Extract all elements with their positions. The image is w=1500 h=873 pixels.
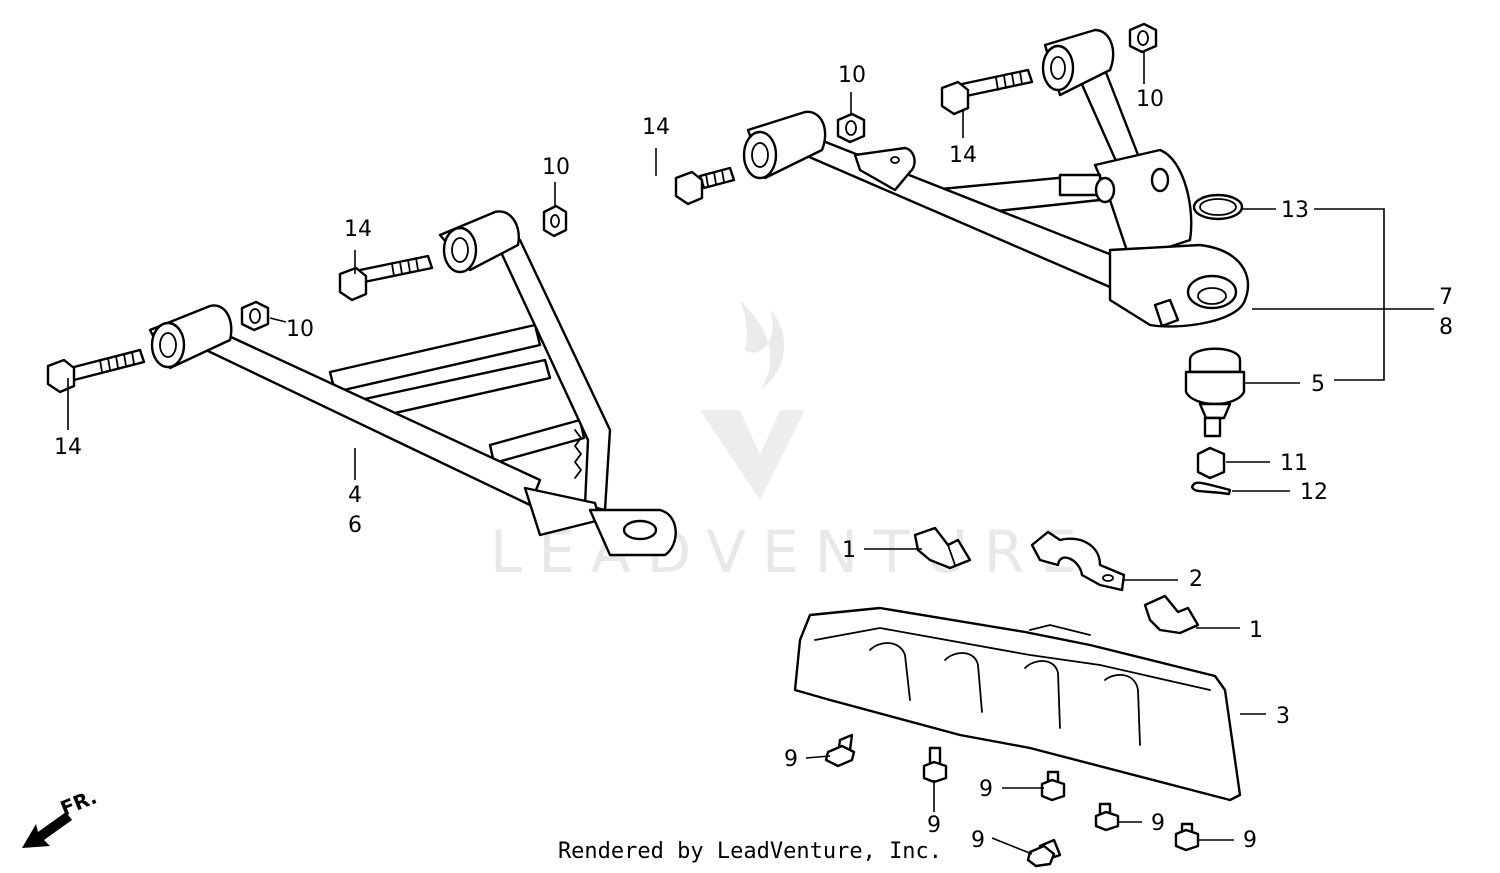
cotter-pin-12 — [1190, 481, 1232, 496]
front-direction-indicator: FR. — [22, 785, 100, 848]
watermark-flame-icon — [740, 300, 784, 390]
watermark-text: LEADVENTURE — [490, 518, 1093, 586]
callout-1: 1 — [1249, 618, 1263, 643]
circlip-13 — [1192, 193, 1244, 221]
callout-10: 10 — [1136, 87, 1164, 112]
callout-5: 5 — [1311, 372, 1325, 397]
bolt-9-c — [1040, 770, 1066, 802]
lower-arm-left — [148, 210, 677, 557]
callouts: 14 10 14 10 4 6 14 10 14 10 13 7 8 5 11 … — [54, 63, 1453, 853]
bolt-9-b — [922, 746, 948, 784]
callout-9: 9 — [971, 828, 985, 853]
callout-4: 4 — [348, 483, 362, 508]
bolt-9-a — [824, 733, 856, 768]
bolt-9-e — [1026, 838, 1062, 868]
castle-nut-11 — [1196, 446, 1226, 480]
callout-14: 14 — [642, 115, 670, 140]
callout-10: 10 — [838, 63, 866, 88]
callout-14: 14 — [54, 435, 82, 460]
front-arrow-icon — [22, 812, 72, 848]
callout-9: 9 — [927, 813, 941, 838]
callout-9: 9 — [1151, 811, 1165, 836]
callout-14: 14 — [949, 143, 977, 168]
holder-1-left — [913, 526, 972, 570]
callout-8: 8 — [1439, 315, 1453, 340]
bolt-14-right-front — [674, 166, 736, 206]
leader-lines — [67, 52, 1434, 855]
callout-9: 9 — [784, 747, 798, 772]
callout-7: 7 — [1439, 285, 1453, 310]
bolt-14-left-front — [46, 348, 146, 394]
callout-6: 6 — [348, 513, 362, 538]
callout-1: 1 — [842, 538, 856, 563]
nut-10-right-b — [1128, 22, 1158, 54]
callout-3: 3 — [1276, 704, 1290, 729]
callout-9: 9 — [1243, 828, 1257, 853]
callout-14: 14 — [344, 217, 372, 242]
watermark-v-icon — [700, 410, 805, 500]
footer-credit: Rendered by LeadVenture, Inc. — [558, 839, 942, 864]
watermark: LEADVENTURE — [490, 300, 1093, 586]
callout-13: 13 — [1281, 198, 1309, 223]
callout-12: 12 — [1300, 480, 1328, 505]
bolt-9-f — [1174, 822, 1200, 852]
clamp-2 — [1030, 530, 1126, 592]
callout-11: 11 — [1280, 451, 1308, 476]
nut-10-left-a — [240, 300, 270, 332]
callout-10: 10 — [542, 155, 570, 180]
nut-10-right-a — [836, 112, 866, 144]
front-label: FR. — [57, 785, 100, 821]
nut-10-left-b — [542, 204, 568, 238]
ball-joint-5 — [1184, 347, 1246, 438]
holder-1-right — [1143, 594, 1200, 635]
callout-2: 2 — [1189, 567, 1203, 592]
skid-plate-3 — [793, 606, 1242, 802]
callout-10: 10 — [286, 317, 314, 342]
callout-9: 9 — [979, 777, 993, 802]
bolt-9-d — [1094, 802, 1120, 832]
bolt-14-right-rear — [940, 68, 1034, 116]
bolt-14-left-rear — [338, 254, 434, 302]
upper-arm-right — [742, 28, 1250, 328]
